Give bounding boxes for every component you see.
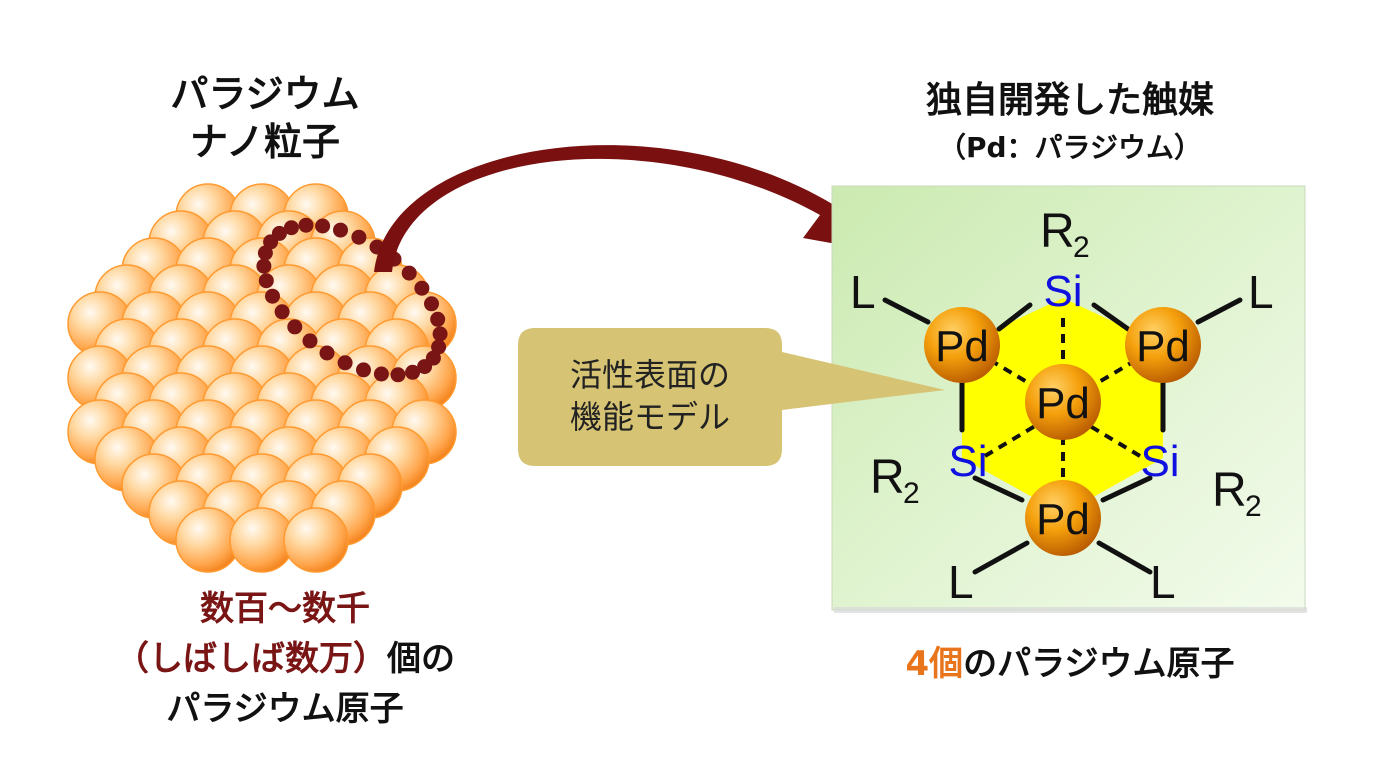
caption-line2-black: 個の	[387, 639, 455, 679]
catalyst-title: 独自開発した触媒 （Pd：パラジウム）	[860, 78, 1280, 168]
outline-dot	[274, 304, 290, 320]
catalyst-title-line1: 独自開発した触媒	[925, 80, 1214, 121]
outline-dot	[283, 220, 299, 236]
outline-dot	[417, 359, 433, 375]
svg-text:2: 2	[1245, 490, 1262, 523]
pd-sphere	[283, 507, 349, 573]
svg-text:R: R	[1212, 464, 1247, 517]
curved-arrow	[374, 145, 870, 272]
r2-group-right: R 2	[1212, 464, 1262, 523]
callout-line2: 機能モデル	[569, 398, 730, 436]
pd-atom	[1125, 307, 1201, 383]
outline-dot	[356, 362, 371, 378]
caption-line3: パラジウム原子	[166, 689, 404, 729]
r2-group-left: R 2	[870, 451, 920, 510]
callout-text: 活性表面の 機能モデル	[518, 354, 782, 438]
outline-dot	[430, 311, 446, 327]
svg-text:R: R	[1040, 205, 1075, 258]
svg-text:2: 2	[1073, 231, 1090, 264]
outline-dot	[287, 319, 303, 335]
solid-bonds	[882, 297, 1243, 575]
outline-dot	[431, 339, 447, 355]
pd-label: Pd	[1036, 495, 1090, 544]
callout-bubble	[518, 328, 945, 466]
outline-dot	[265, 288, 280, 304]
catalyst-caption: 4個のパラジウム原子	[840, 640, 1300, 688]
outline-dot	[390, 367, 406, 383]
outline-dot	[337, 355, 353, 371]
caption-line2: （しばしば数万）個の	[80, 634, 490, 684]
r2-group-top: R 2	[1040, 205, 1090, 264]
si-label: Si	[1043, 267, 1082, 316]
nanoparticle-title-line1: パラジウム	[170, 72, 360, 116]
catalyst-caption-rest: のパラジウム原子	[963, 644, 1235, 684]
pd-label: Pd	[1136, 322, 1190, 371]
caption-line2-red: （しばしば数万）	[115, 639, 387, 679]
ligand-label: L	[1150, 556, 1176, 608]
outline-dot	[351, 229, 367, 245]
callout-line1: 活性表面の	[569, 356, 730, 394]
pd-atom	[924, 307, 1000, 383]
catalyst-title-line2: （Pd：パラジウム）	[937, 131, 1202, 164]
pd-label: Pd	[1036, 379, 1090, 428]
outline-dot	[414, 280, 430, 296]
nanoparticle-title-line2: ナノ粒子	[189, 120, 341, 164]
pd-label: Pd	[935, 322, 989, 371]
outline-dot	[405, 364, 421, 380]
catalyst-molecule: Pd Pd Pd Pd Si Si Si R 2 R 2 R 2 L L L L	[850, 205, 1274, 608]
outline-dot	[298, 217, 314, 233]
pd-atom	[1025, 364, 1101, 440]
caption-line1: 数百〜数千	[200, 589, 370, 629]
outline-dot	[424, 296, 439, 312]
outline-dot	[315, 218, 331, 234]
si-label: Si	[1140, 437, 1179, 486]
svg-text:R: R	[870, 451, 905, 504]
pd-atom	[1025, 480, 1101, 556]
outline-dot	[432, 326, 448, 342]
outline-dot	[319, 345, 335, 361]
ligand-label: L	[948, 556, 974, 608]
outline-dot	[271, 225, 287, 241]
outline-dot	[256, 258, 272, 274]
ligand-label: L	[1248, 266, 1274, 318]
outline-dot	[401, 265, 417, 281]
outline-dot	[373, 366, 389, 382]
ligand-label: L	[850, 266, 876, 318]
outline-dot	[333, 222, 348, 238]
nanoparticle-title: パラジウム ナノ粒子	[120, 70, 410, 166]
catalyst-caption-number: 4個	[905, 644, 964, 684]
nanoparticle-cluster	[67, 183, 457, 573]
si-label: Si	[948, 437, 987, 486]
outline-dot	[258, 273, 274, 289]
nanoparticle-caption: 数百〜数千 （しばしば数万）個の パラジウム原子	[80, 584, 490, 734]
outline-dot	[302, 333, 318, 349]
svg-text:2: 2	[903, 477, 920, 510]
